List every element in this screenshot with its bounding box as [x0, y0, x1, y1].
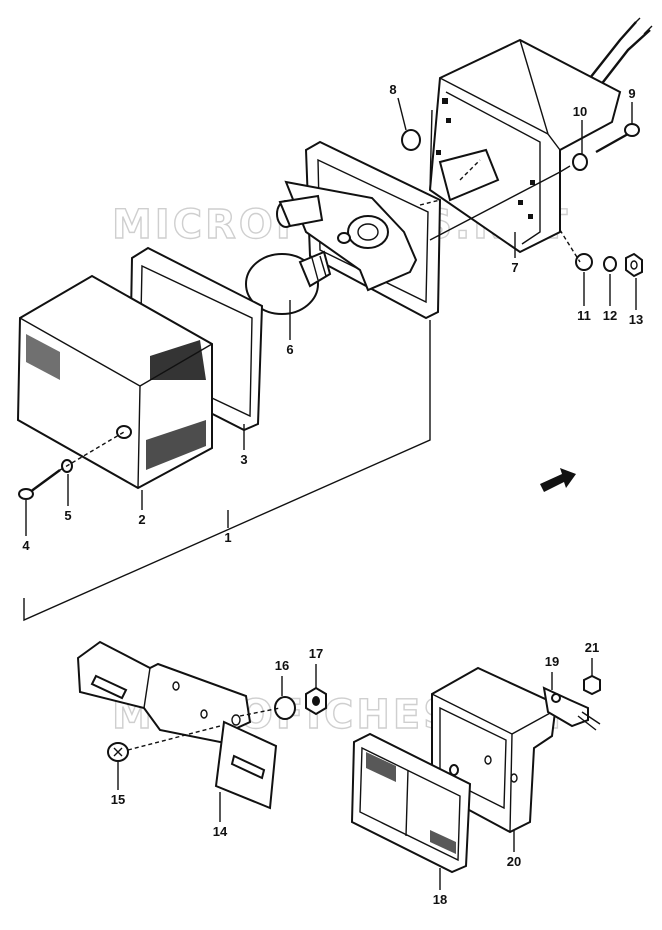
label-part-17: 17	[309, 646, 323, 661]
screw-15	[107, 742, 129, 762]
label-part-10: 10	[573, 104, 587, 119]
license-plate-bracket	[76, 640, 278, 810]
wire-harness	[589, 17, 653, 87]
assembly-bracket-1	[23, 320, 431, 622]
bulb-socket-plate	[276, 140, 500, 320]
lens	[16, 274, 213, 490]
label-part-19: 19	[545, 654, 559, 669]
label-part-21: 21	[585, 640, 599, 655]
grommet-8	[401, 129, 421, 151]
front-arrow-icon	[540, 468, 576, 492]
label-part-9: 9	[628, 86, 635, 101]
washer-16	[274, 696, 296, 720]
label-part-20: 20	[507, 854, 521, 869]
part-number-labels: 1 2 3 4 5 6 7 8 9 10 11 12 13 14 15 16 1…	[22, 82, 643, 907]
washer-10	[572, 153, 588, 171]
label-part-13: 13	[629, 312, 643, 327]
bulb	[245, 250, 332, 315]
nut-13	[625, 252, 643, 278]
label-part-14: 14	[213, 824, 228, 839]
label-part-12: 12	[603, 308, 617, 323]
washer-11	[575, 253, 593, 271]
lens-screw	[18, 469, 61, 500]
nut-17	[305, 686, 327, 716]
lamp-housing	[428, 38, 622, 254]
label-part-11: 11	[577, 308, 591, 323]
label-part-16: 16	[275, 658, 289, 673]
label-part-6: 6	[286, 342, 293, 357]
label-part-18: 18	[433, 892, 447, 907]
license-lamp-lens	[350, 732, 472, 874]
label-part-1: 1	[224, 530, 231, 545]
bulb-socket-19	[542, 686, 601, 731]
label-part-7: 7	[511, 260, 518, 275]
washer-12	[603, 256, 617, 272]
label-part-8: 8	[389, 82, 396, 97]
label-part-4: 4	[22, 538, 30, 553]
label-part-5: 5	[64, 508, 71, 523]
nut-21	[583, 674, 601, 696]
label-part-3: 3	[240, 452, 247, 467]
label-part-15: 15	[111, 792, 125, 807]
label-part-2: 2	[138, 512, 145, 527]
